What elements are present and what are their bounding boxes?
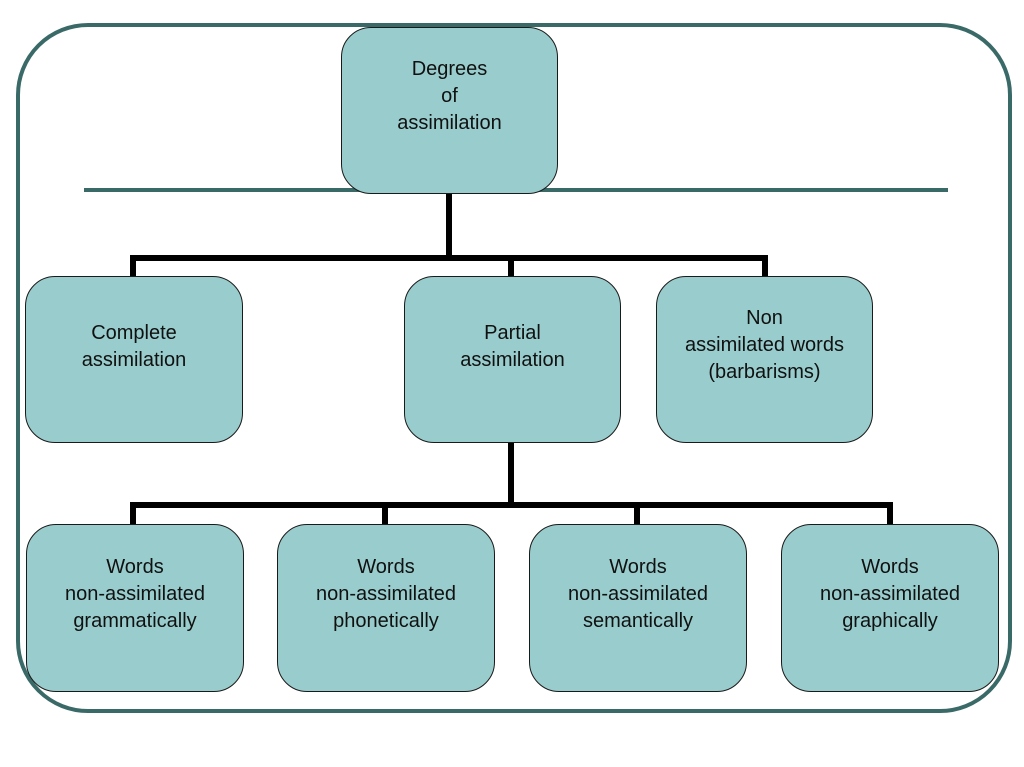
node-text-line: non-assimilated	[819, 582, 961, 605]
node-text-line: graphically	[842, 609, 938, 632]
node-text-line: Partial	[484, 321, 541, 344]
node-text-line: (barbarisms)	[708, 361, 821, 383]
node-text-line: grammatically	[73, 609, 197, 632]
node-text-line: semantically	[582, 609, 694, 632]
node-text-line: Degrees	[411, 58, 488, 80]
node-text-line: assimilation	[460, 348, 565, 371]
node-text-line: non-assimilated	[567, 582, 709, 605]
slide-frame	[16, 23, 1012, 713]
node-text-line: Words	[106, 555, 164, 578]
node-non-assimilated-phonetically: Words non-assimilated phonetically	[277, 524, 495, 692]
node-non-assimilated-grammatically: Words non-assimilated grammatically	[26, 524, 244, 692]
node-text-line: non-assimilated	[315, 582, 457, 605]
node-text-line: Words	[357, 555, 415, 578]
node-non-assimilated-words: Non assimilated words (barbarisms)	[656, 276, 873, 443]
node-text-line: Non	[746, 307, 783, 329]
node-degrees-of-assimilation: Degrees of assimilation	[341, 27, 558, 194]
node-complete-assimilation: Complete assimilation	[25, 276, 243, 443]
node-text-line: assimilation	[397, 112, 502, 134]
node-text-line: Words	[861, 555, 919, 578]
node-text-line: assimilation	[81, 348, 187, 371]
node-text-line: phonetically	[333, 609, 439, 632]
node-text-line: Complete	[91, 321, 177, 344]
node-text-line: assimilated words	[685, 334, 844, 356]
node-text-line: non-assimilated	[64, 582, 206, 605]
node-text-line: Words	[609, 555, 667, 578]
node-non-assimilated-semantically: Words non-assimilated semantically	[529, 524, 747, 692]
node-text-line: of	[441, 85, 458, 107]
node-non-assimilated-graphically: Words non-assimilated graphically	[781, 524, 999, 692]
node-partial-assimilation: Partial assimilation	[404, 276, 621, 443]
